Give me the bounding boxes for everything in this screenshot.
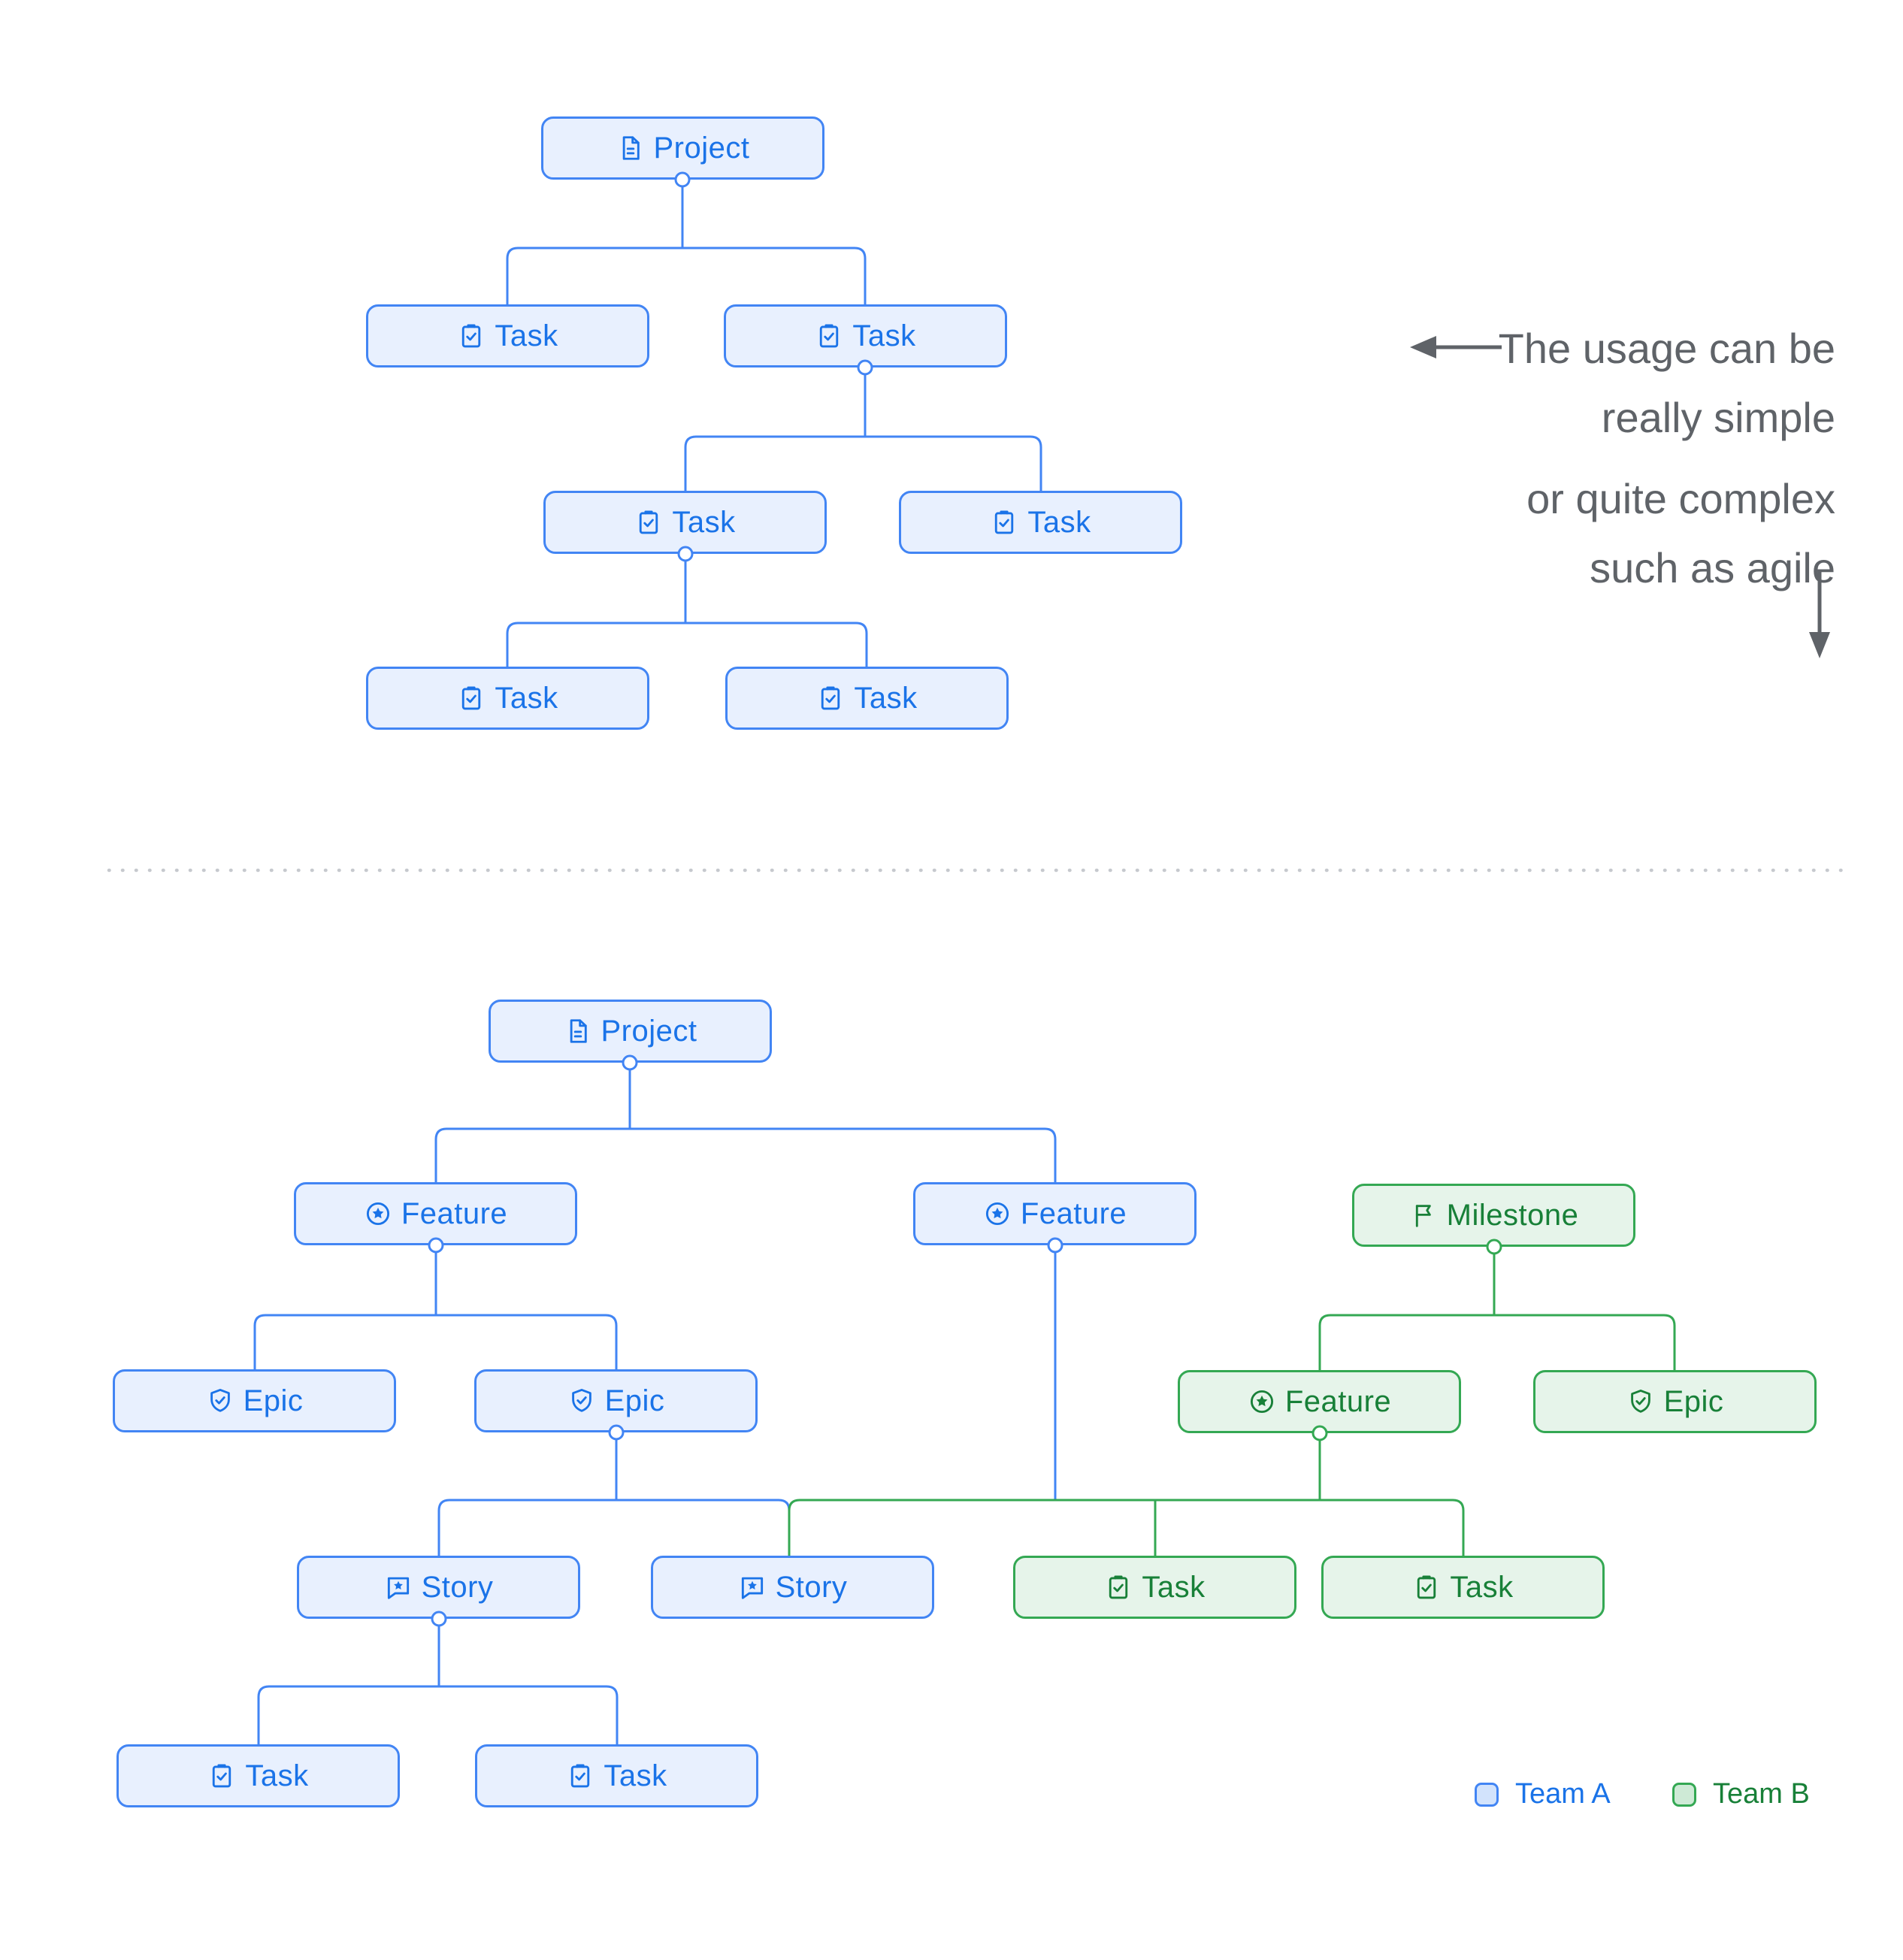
node-simple-task-5: Task	[366, 667, 649, 730]
task-icon	[1104, 1573, 1133, 1602]
node-simple-task-4: Task	[899, 491, 1182, 554]
node-label: Task	[854, 681, 918, 715]
node-milestone: Milestone	[1352, 1184, 1635, 1247]
junction-dot	[1486, 1239, 1502, 1255]
feature-icon	[983, 1199, 1012, 1228]
team-b-swatch-icon	[1672, 1782, 1696, 1807]
task-icon	[1412, 1573, 1441, 1602]
junction-dot	[608, 1424, 625, 1441]
node-label: Epic	[1663, 1384, 1724, 1418]
node-label: Task	[245, 1759, 309, 1792]
node-label: Task	[672, 505, 736, 539]
node-label: Epic	[243, 1384, 304, 1417]
connector	[1318, 1314, 1676, 1370]
milestone-icon	[1409, 1201, 1438, 1230]
node-story-1: Story	[297, 1556, 580, 1619]
document-icon	[616, 134, 645, 162]
node-simple-task-6: Task	[725, 667, 1009, 730]
task-icon	[457, 684, 486, 712]
story-icon	[738, 1573, 767, 1602]
legend-team-b-label: Team B	[1713, 1778, 1810, 1810]
node-label: Project	[601, 1014, 697, 1048]
task-icon	[457, 322, 486, 350]
node-simple-task-1: Task	[366, 304, 649, 368]
epic-icon	[567, 1387, 596, 1415]
team-a-swatch-icon	[1475, 1782, 1499, 1807]
node-label: Story	[421, 1570, 494, 1604]
legend-team-a: Team A	[1475, 1778, 1611, 1810]
connector	[506, 622, 868, 667]
node-label: Feature	[1284, 1384, 1392, 1418]
node-label: Task	[1027, 505, 1091, 539]
connector	[434, 1127, 1057, 1182]
node-green-task-1: Task	[1013, 1556, 1296, 1619]
feature-icon	[364, 1199, 392, 1228]
connector	[788, 1499, 1465, 1556]
annotation-line-3: or quite complex	[1526, 475, 1835, 522]
connector	[257, 1685, 619, 1744]
annotation-line-2: really simple	[1601, 394, 1835, 441]
left-arrow-icon	[1410, 336, 1502, 358]
legend-team-a-label: Team A	[1515, 1778, 1611, 1810]
story-icon	[384, 1573, 413, 1602]
node-label: Epic	[604, 1384, 665, 1417]
document-icon	[564, 1017, 592, 1045]
epic-icon	[206, 1387, 234, 1415]
node-epic-3: Epic	[1533, 1370, 1817, 1433]
node-blue-task-2: Task	[475, 1744, 758, 1807]
legend-team-b: Team B	[1672, 1778, 1810, 1810]
node-label: Project	[653, 131, 750, 165]
node-story-2: Story	[651, 1556, 934, 1619]
junction-dot	[1047, 1237, 1063, 1254]
node-label: Story	[775, 1570, 848, 1604]
node-label: Task	[495, 319, 558, 352]
task-icon	[990, 508, 1018, 537]
task-icon	[566, 1762, 594, 1790]
junction-dot	[857, 359, 873, 376]
junction-dot	[674, 171, 691, 188]
annotation-line-4: such as agile	[1590, 544, 1835, 591]
connector	[684, 435, 1042, 491]
node-label: Milestone	[1446, 1198, 1579, 1232]
epic-icon	[1626, 1387, 1655, 1416]
node-label: Feature	[401, 1196, 508, 1230]
node-simple-project: Project	[541, 116, 824, 180]
task-icon	[207, 1762, 236, 1790]
task-icon	[816, 684, 845, 712]
node-label: Task	[495, 681, 558, 715]
connector	[253, 1314, 618, 1369]
node-label: Task	[852, 319, 916, 352]
node-epic-1: Epic	[113, 1369, 396, 1432]
junction-dot	[677, 546, 694, 562]
node-blue-task-1: Task	[116, 1744, 400, 1807]
node-label: Task	[1142, 1570, 1206, 1604]
node-complex-project: Project	[489, 1000, 772, 1063]
node-green-task-2: Task	[1321, 1556, 1605, 1619]
connector	[506, 247, 867, 304]
junction-dot	[622, 1054, 638, 1071]
node-feature-2: Feature	[913, 1182, 1197, 1245]
node-label: Task	[1450, 1570, 1514, 1604]
annotation-text: The usage can be really simple or quite …	[1499, 314, 1835, 603]
junction-dot	[1312, 1425, 1328, 1441]
node-label: Feature	[1020, 1196, 1127, 1230]
task-icon	[815, 322, 843, 350]
junction-dot	[428, 1237, 444, 1254]
junction-dot	[431, 1611, 447, 1627]
down-arrow-icon	[1809, 571, 1830, 658]
task-icon	[634, 508, 663, 537]
feature-icon	[1248, 1387, 1276, 1416]
node-feature-3: Feature	[1178, 1370, 1461, 1433]
node-label: Task	[604, 1759, 667, 1792]
annotation-line-1: The usage can be	[1498, 325, 1835, 372]
node-feature-1: Feature	[294, 1182, 577, 1245]
